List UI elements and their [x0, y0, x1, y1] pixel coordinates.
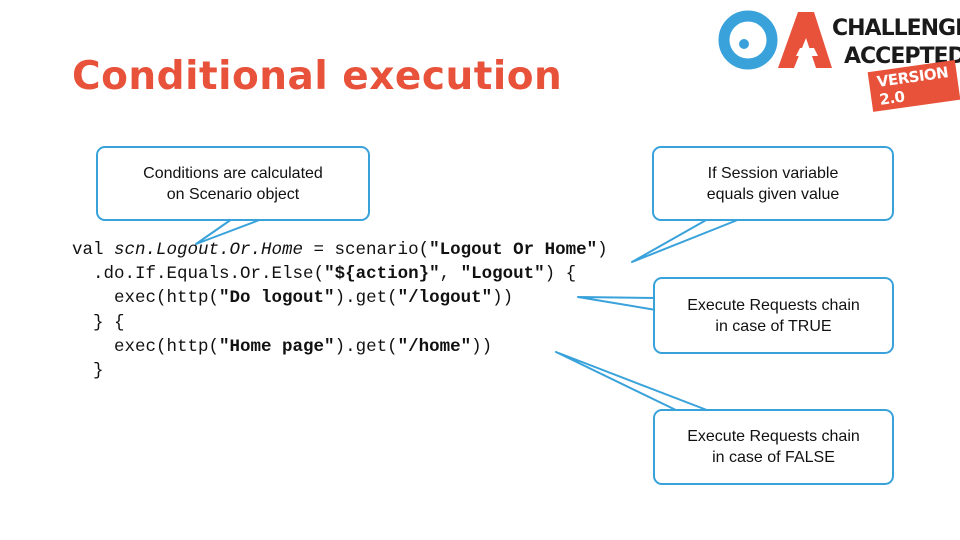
code-string: "/home" [397, 336, 472, 357]
code-text: = scenario( [303, 240, 430, 260]
logo-mark [718, 10, 832, 70]
callout-conditions: Conditions are calculated on Scenario ob… [96, 146, 370, 221]
callout-true-chain: Execute Requests chain in case of TRUE [653, 277, 894, 354]
callout-tail-session [631, 218, 741, 263]
callout-false-chain: Execute Requests chain in case of FALSE [653, 409, 894, 485]
code-string: "/logout" [397, 288, 493, 309]
code-text: , [439, 264, 461, 285]
code-text: ) [597, 240, 608, 260]
code-text: )) [492, 288, 514, 309]
code-string: "Do logout" [219, 288, 335, 309]
code-text: exec(http( [72, 336, 220, 357]
code-keyword-val: val [72, 240, 115, 260]
challenge-accepted-logo: CHALLENGE ACCEPTED VERSION 2.0 [714, 4, 960, 112]
code-string: "Logout" [460, 264, 545, 285]
code-method-name: do.If.Equals.Or.Else [103, 264, 314, 285]
a-letter-icon [778, 12, 832, 68]
code-text: exec(http( [72, 288, 220, 309]
code-string: "Home page" [219, 336, 335, 357]
code-text: . [72, 264, 104, 285]
code-string: "Logout Or Home" [429, 240, 598, 260]
code-string: "${action}" [324, 264, 440, 285]
slide-title: Conditional execution [72, 54, 563, 99]
callout-false-text: Execute Requests chain in case of FALSE [687, 428, 860, 466]
callout-session-text: If Session variable equals given value [706, 164, 840, 203]
code-text: ) { [544, 264, 577, 285]
code-text: ).get( [334, 288, 398, 309]
callout-true-text: Execute Requests chain in case of TRUE [687, 296, 860, 335]
callout-conditions-text: Conditions are calculated on Scenario ob… [143, 164, 323, 203]
code-line-6: } [72, 361, 104, 382]
code-scenario-name: scn.Logout.Or.Home [114, 240, 304, 260]
code-line-4: } { [72, 312, 125, 333]
callout-session: If Session variable equals given value [652, 146, 894, 221]
logo-line1: CHALLENGE [832, 16, 960, 41]
code-text: ( [313, 264, 325, 285]
code-text: ).get( [334, 336, 398, 357]
code-block: val scn.Logout.Or.Home = scenario("Logou… [72, 238, 608, 383]
code-text: )) [471, 336, 493, 357]
q-ring-icon [718, 10, 778, 70]
